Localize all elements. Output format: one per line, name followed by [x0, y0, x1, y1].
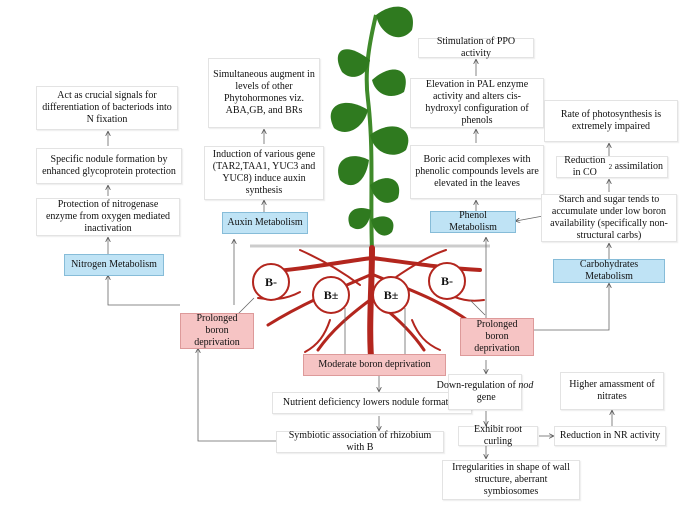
boric-acid-box: Boric acid complexes with phenolic compo…	[410, 145, 544, 199]
arrow	[198, 349, 276, 442]
down-regulation-text: Down-regulation of nod gene	[437, 380, 534, 404]
root-curling-box: Exhibit root curling	[458, 424, 538, 447]
simultaneous-augment-box: Simultaneous augment in levels of other …	[208, 58, 320, 128]
leaf	[338, 156, 369, 186]
prolonged-deprivation-right-box: Prolonged boron deprivation	[460, 318, 534, 356]
leaf	[348, 207, 371, 230]
nutrient-deficiency-box: Nutrient deficiency lowers nodule format…	[272, 392, 472, 414]
root	[370, 256, 482, 272]
phenol-metabolism-box: Phenol Metabolism	[430, 210, 516, 233]
boron-deficient-circle: B-	[252, 263, 290, 301]
reduction-co2-prefix: Reduction in CO	[564, 155, 606, 178]
plant-leaves	[330, 6, 413, 236]
prolonged-deprivation-left-box: Prolonged boron deprivation	[180, 313, 254, 349]
root	[367, 245, 375, 373]
reduction-co2-suffix: assimilation	[612, 161, 663, 172]
down-regulation-prefix: Down-regulation of	[436, 380, 519, 391]
leaf	[337, 49, 370, 77]
photosynthesis-box: Rate of photosynthesis is extremely impa…	[544, 100, 678, 142]
leaf	[376, 6, 413, 38]
induction-genes-box: Induction of various gene (TAR2,TAA1, YU…	[204, 146, 324, 200]
symbiotic-association-box: Symbiotic association of rhizobium with …	[276, 430, 444, 453]
starch-sugar-box: Starch and sugar tends to accumulate und…	[541, 194, 677, 242]
leaf	[330, 102, 368, 132]
arrow	[108, 276, 180, 306]
irregularities-box: Irregularities in shape of wall structur…	[442, 460, 580, 500]
nod-gene-italic: nod	[518, 380, 534, 391]
boron-deficient-circle: B-	[428, 262, 466, 300]
leaf	[370, 126, 409, 155]
protection-nitrogenase-box: Protection of nitrogenase enzyme from ox…	[36, 198, 180, 236]
leaf	[372, 69, 406, 96]
leaf	[370, 178, 400, 203]
arrow	[520, 284, 609, 331]
auxin-metabolism-box: Auxin Metabolism	[222, 212, 308, 234]
root	[411, 319, 441, 351]
connector	[469, 299, 486, 316]
higher-nitrates-box: Higher amassment of nitrates	[560, 372, 664, 410]
down-regulation-box: Down-regulation of nod gene	[437, 374, 533, 410]
reduction-nr-box: Reduction in NR activity	[554, 426, 666, 446]
moderate-deprivation-box: Moderate boron deprivation	[303, 354, 446, 376]
connectors	[108, 60, 612, 458]
arrow	[516, 215, 544, 221]
specific-nodule-box: Specific nodule formation by enhanced gl…	[36, 148, 182, 184]
plant-stem	[364, 14, 378, 251]
boron-moderate-circle: B±	[372, 276, 410, 314]
root	[316, 298, 372, 352]
stimulation-ppo-box: Stimulation of PPO activity	[418, 36, 534, 59]
crucial-signals-box: Act as crucial signals for differentiati…	[36, 86, 178, 130]
boron-moderate-circle: B±	[312, 276, 350, 314]
leaf	[371, 216, 394, 236]
nitrogen-metabolism-box: Nitrogen Metabolism	[64, 254, 164, 276]
carbohydrates-metabolism-box: Carbohydrates Metabolism	[553, 259, 665, 283]
root	[299, 249, 361, 286]
root	[304, 319, 331, 353]
elevation-pal-box: Elevation in PAL enzyme activity and alt…	[410, 78, 544, 128]
down-regulation-suffix: gene	[474, 392, 496, 403]
